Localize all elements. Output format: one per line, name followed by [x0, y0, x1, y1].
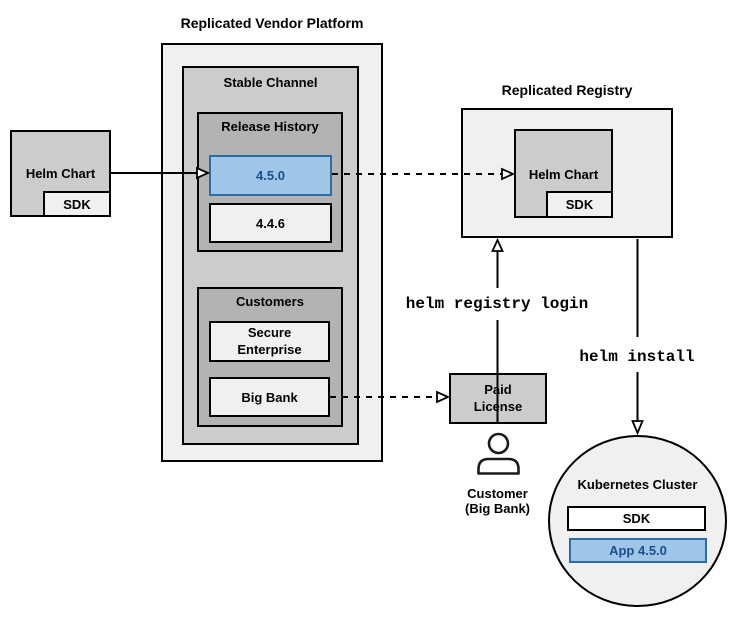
release-version-4-5-0: 4.5.0	[209, 155, 332, 196]
customer-detail: (Big Bank)	[465, 501, 530, 516]
helm-install-command: helm install	[579, 348, 695, 366]
paid-license-label: Paid License	[473, 382, 523, 414]
customer-name: Customer	[467, 486, 528, 501]
helm-chart-source-sdk-box: SDK	[43, 191, 111, 217]
kubernetes-app-box: App 4.5.0	[569, 538, 707, 563]
customer-person-icon	[477, 432, 520, 475]
release-history-label: Release History	[221, 119, 319, 134]
registry-title: Replicated Registry	[501, 82, 633, 98]
customer-big-bank: Big Bank	[209, 377, 330, 417]
stable-channel-label: Stable Channel	[223, 75, 318, 90]
paid-license-box: Paid License	[449, 373, 547, 424]
helm-registry-login-command: helm registry login	[405, 295, 589, 313]
customer-secure-enterprise: Secure Enterprise	[209, 321, 330, 362]
arrow-registry-to-cluster	[631, 239, 644, 436]
kubernetes-cluster-title: Kubernetes Cluster	[577, 477, 698, 492]
customer-secure-enterprise-label: Secure Enterprise	[237, 325, 302, 357]
registry-sdk-box: SDK	[546, 191, 613, 218]
kubernetes-sdk-box: SDK	[567, 506, 706, 531]
release-version-4-4-6: 4.4.6	[209, 203, 332, 243]
vendor-platform-title: Replicated Vendor Platform	[180, 15, 364, 31]
customer-caption: Customer (Big Bank)	[437, 486, 558, 516]
customers-label: Customers	[236, 294, 304, 309]
